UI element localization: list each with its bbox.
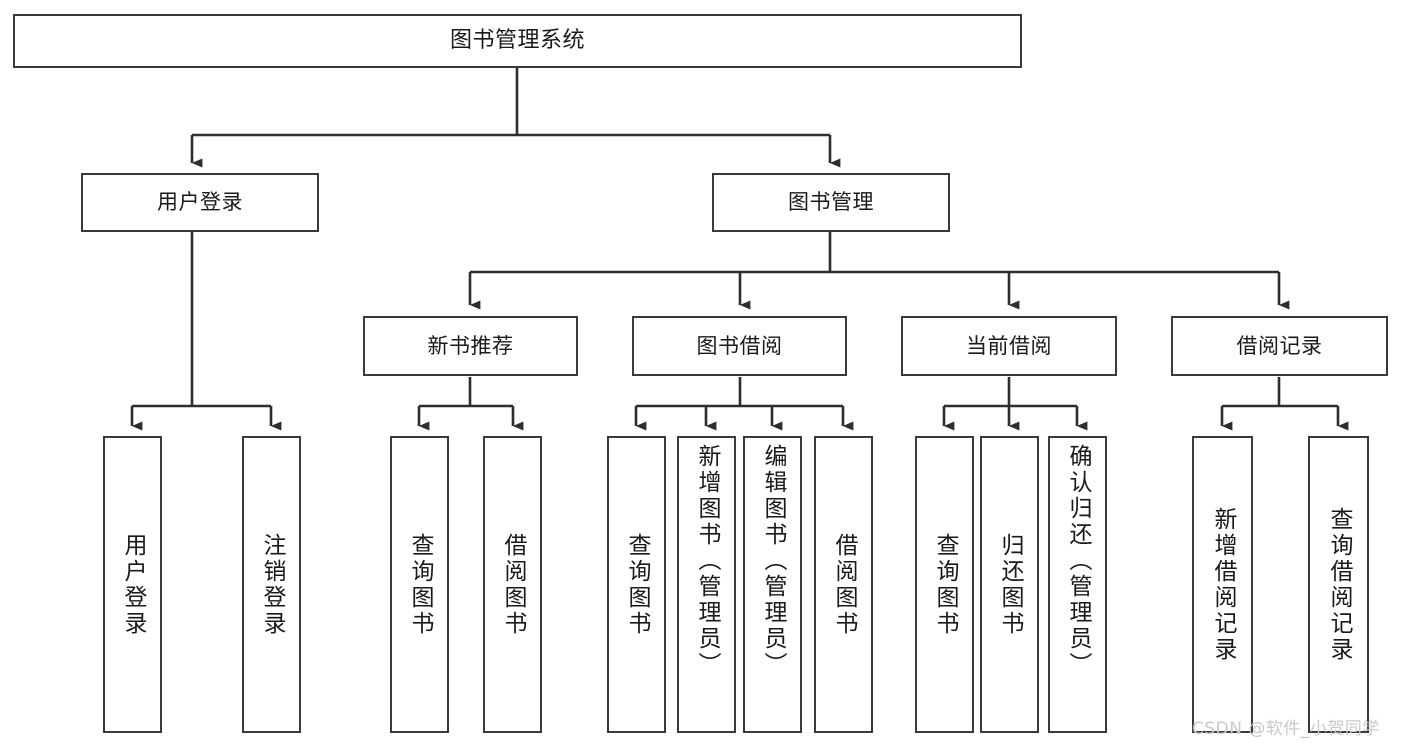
node-label: 查询借阅记录 (1326, 506, 1352, 663)
edges-userlogin-to-leaves (130, 232, 282, 431)
node-new-book-recommend[interactable]: 新书推荐 (363, 316, 578, 376)
node-label: 新增图书（管理员） (694, 444, 720, 678)
edges-bookmgmt-to-level3 (468, 232, 1290, 310)
node-label: 图书管理 (788, 190, 874, 214)
leaf-query-book-borrow[interactable]: 查询图书 (607, 436, 666, 733)
csdn-watermark: CSDN @软件_小贺同学 (1192, 719, 1380, 739)
node-current-borrow[interactable]: 当前借阅 (901, 316, 1117, 376)
node-label: 借阅记录 (1236, 333, 1323, 358)
leaf-borrow-book-recommend[interactable]: 借阅图书 (483, 436, 542, 733)
leaf-add-book-admin[interactable]: 新增图书（管理员） (677, 436, 736, 733)
node-borrow-record[interactable]: 借阅记录 (1171, 316, 1388, 376)
node-label: 图书借阅 (696, 333, 783, 358)
edges-root-to-level2 (190, 68, 841, 168)
leaf-query-book-current[interactable]: 查询图书 (915, 436, 974, 733)
node-book-management[interactable]: 图书管理 (712, 173, 950, 232)
node-label: 新书推荐 (427, 333, 514, 358)
edges-newbook-to-leaves (417, 377, 524, 431)
leaf-logout[interactable]: 注销登录 (242, 436, 301, 733)
edges-current-to-leaves (942, 377, 1088, 431)
edges-record-to-leaves (1220, 377, 1349, 431)
node-book-borrow[interactable]: 图书借阅 (632, 316, 847, 376)
node-label: 当前借阅 (966, 333, 1052, 358)
node-user-login[interactable]: 用户登录 (81, 173, 319, 232)
edges-borrow-to-leaves (634, 377, 854, 431)
node-label: 注销登录 (259, 532, 285, 637)
node-label: 查询图书 (932, 532, 958, 637)
node-root-system[interactable]: 图书管理系统 (13, 14, 1022, 68)
node-label: 图书管理系统 (449, 28, 585, 53)
node-label: 借阅图书 (831, 532, 857, 637)
node-label: 用户登录 (157, 190, 243, 214)
node-label: 用户登录 (120, 532, 146, 637)
leaf-query-borrow-record[interactable]: 查询借阅记录 (1308, 436, 1369, 733)
leaf-edit-book-admin[interactable]: 编辑图书（管理员） (743, 436, 802, 733)
node-label: 编辑图书（管理员） (760, 444, 786, 678)
leaf-user-login[interactable]: 用户登录 (103, 436, 162, 733)
node-label: 查询图书 (624, 532, 650, 637)
node-label: 查询图书 (407, 532, 433, 637)
node-label: 新增借阅记录 (1210, 506, 1236, 663)
leaf-query-book-recommend[interactable]: 查询图书 (390, 436, 449, 733)
leaf-return-book[interactable]: 归还图书 (980, 436, 1039, 733)
leaf-add-borrow-record[interactable]: 新增借阅记录 (1192, 436, 1253, 733)
node-label: 借阅图书 (500, 532, 526, 637)
leaf-confirm-return-admin[interactable]: 确认归还（管理员） (1048, 436, 1107, 733)
leaf-borrow-book[interactable]: 借阅图书 (814, 436, 873, 733)
node-label: 确认归还（管理员） (1065, 444, 1091, 678)
node-label: 归还图书 (997, 532, 1023, 637)
